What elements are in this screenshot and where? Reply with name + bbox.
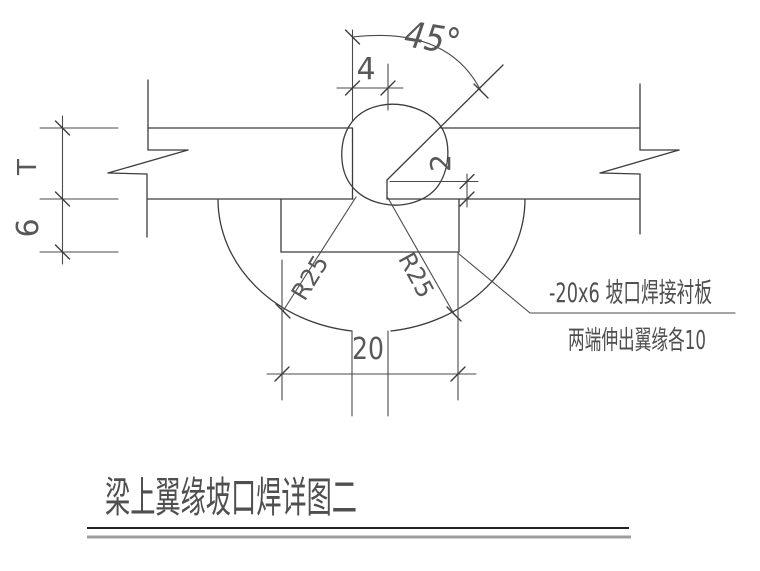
drawing-title: 梁上翼缘坡口焊详图二	[105, 473, 357, 522]
dimension-tick	[54, 244, 71, 260]
break-line	[599, 172, 641, 175]
break-line	[599, 149, 680, 174]
plate-thickness-label: 6	[11, 218, 46, 237]
radius-leader-left	[282, 196, 357, 312]
annotation-leader	[458, 253, 736, 314]
dimension-tick	[380, 80, 396, 96]
gouge-arc-right	[390, 198, 526, 332]
dimension-tick	[275, 303, 291, 319]
dimension-tick	[459, 173, 475, 190]
left-break-symbol	[107, 79, 189, 238]
dimension-tick	[446, 306, 462, 322]
plate-width-dimension: 20	[266, 251, 477, 417]
break-line	[107, 172, 148, 175]
dimension-tick	[54, 120, 71, 136]
radius-label-left: R25	[286, 250, 335, 305]
annotation-line1: -20x6 坡口焊接衬板	[549, 278, 712, 309]
root-gap-label: 4	[356, 52, 375, 87]
dimension-tick	[344, 29, 361, 45]
dimension-tick	[450, 366, 466, 382]
bevel-angle-label: 45°	[402, 14, 464, 63]
dimension-tick	[473, 83, 489, 99]
gouge-arc	[217, 198, 526, 332]
beam-flange-outline	[147, 64, 641, 200]
backing-plate	[280, 198, 460, 253]
dimension-tick	[344, 80, 361, 96]
radius-leader-right	[387, 197, 455, 315]
bevel-angle-dimension: 45°	[344, 14, 489, 99]
left-dimension: T 6	[11, 115, 119, 265]
dimension-tick	[54, 191, 71, 207]
right-break-symbol	[599, 83, 680, 235]
flange-thickness-label: T	[13, 159, 43, 176]
break-line	[107, 149, 189, 174]
root-face-dimension: 2	[389, 154, 479, 208]
bevel-line	[386, 64, 504, 181]
dimension-tick	[459, 191, 475, 207]
plate-width-label: 20	[352, 332, 384, 367]
gouge-arc-left	[217, 199, 353, 332]
radius-leaders: R25 R25	[275, 196, 462, 322]
drawing-title-block: 梁上翼缘坡口焊详图二	[87, 473, 631, 539]
angle-arc	[351, 34, 482, 92]
root-face-label: 2	[424, 154, 457, 172]
backing-plate-annotation: -20x6 坡口焊接衬板 两端伸出翼缘各10	[458, 253, 736, 356]
radius-label-right: R25	[392, 248, 439, 303]
annotation-line2: 两端伸出翼缘各10	[568, 326, 706, 356]
dimension-tick	[274, 366, 290, 382]
weld-outline	[341, 103, 449, 206]
root-gap-dimension: 4	[336, 29, 404, 122]
